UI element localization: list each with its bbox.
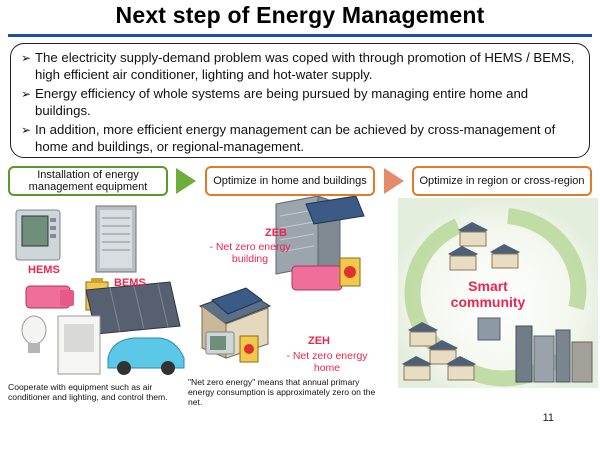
left-caption: Cooperate with equipment such as air con…: [8, 382, 168, 402]
step-label: Installation of energy management equipm…: [28, 169, 148, 193]
bems-label: BEMS: [114, 277, 146, 289]
house-icon: [458, 222, 488, 247]
hems-label: HEMS: [28, 264, 60, 276]
bullet-item: ➢ The electricity supply-demand problem …: [21, 50, 581, 83]
battery-icon: [239, 335, 259, 363]
house-icon: [446, 356, 476, 381]
title-rule: [8, 34, 592, 37]
building-icon: [477, 317, 593, 383]
smart-community-label: Smart community: [450, 278, 526, 310]
bullet-text: In addition, more efficient energy manag…: [35, 122, 556, 154]
storage-tank-icon: [291, 265, 343, 291]
step-installation: Installation of energy management equipm…: [8, 166, 168, 196]
zeb-title: ZEB: [265, 227, 287, 239]
bullet-marker-icon: ➢: [21, 123, 32, 137]
smart-community-illustration: [398, 198, 598, 388]
middle-caption: "Net zero energy" means that annual prim…: [188, 377, 376, 407]
bullet-item: ➢ In addition, more efficient energy man…: [21, 122, 581, 155]
house-icon: [428, 340, 458, 365]
zeh-title: ZEH: [308, 335, 330, 347]
house-icon: [408, 322, 438, 347]
bullet-marker-icon: ➢: [21, 87, 32, 101]
step-optimize-home: Optimize in home and buildings: [205, 166, 375, 196]
zeh-description: - Net zero energy home: [286, 350, 368, 374]
bullet-box: ➢ The electricity supply-demand problem …: [10, 43, 590, 158]
bulb-icon: [21, 315, 47, 353]
house-icon: [490, 244, 520, 269]
air-conditioner-icon: [57, 315, 101, 375]
bullet-marker-icon: ➢: [21, 51, 32, 65]
zeb-zeh-illustration: [198, 196, 365, 363]
bems-server-icon: [95, 205, 137, 273]
storage-tank-icon: [25, 285, 74, 309]
car-icon: [107, 337, 185, 375]
house-icon: [448, 246, 478, 271]
zeb-description: - Net zero energy building: [209, 241, 291, 265]
battery-icon: [339, 257, 361, 287]
solar-panel-icon: [211, 287, 264, 315]
step-arrow-icon: [384, 168, 404, 194]
hems-panel-icon: [15, 209, 61, 261]
step-label: Optimize in region or cross-region: [419, 175, 585, 187]
step-optimize-region: Optimize in region or cross-region: [412, 166, 592, 196]
building-icon: [275, 196, 341, 275]
hems-panel-icon: [205, 331, 235, 355]
equipment-illustration: [15, 205, 185, 375]
bullet-item: ➢ Energy efficiency of whole systems are…: [21, 86, 581, 119]
bullet-text: The electricity supply-demand problem wa…: [35, 50, 575, 82]
house-icon: [402, 356, 432, 381]
step-label: Optimize in home and buildings: [213, 175, 367, 187]
solar-panel-icon: [305, 196, 365, 225]
page-number: 11: [542, 412, 554, 424]
page-title: Next step of Energy Management: [115, 2, 485, 28]
bullet-text: Energy efficiency of whole systems are b…: [35, 86, 529, 118]
step-arrow-icon: [176, 168, 196, 194]
